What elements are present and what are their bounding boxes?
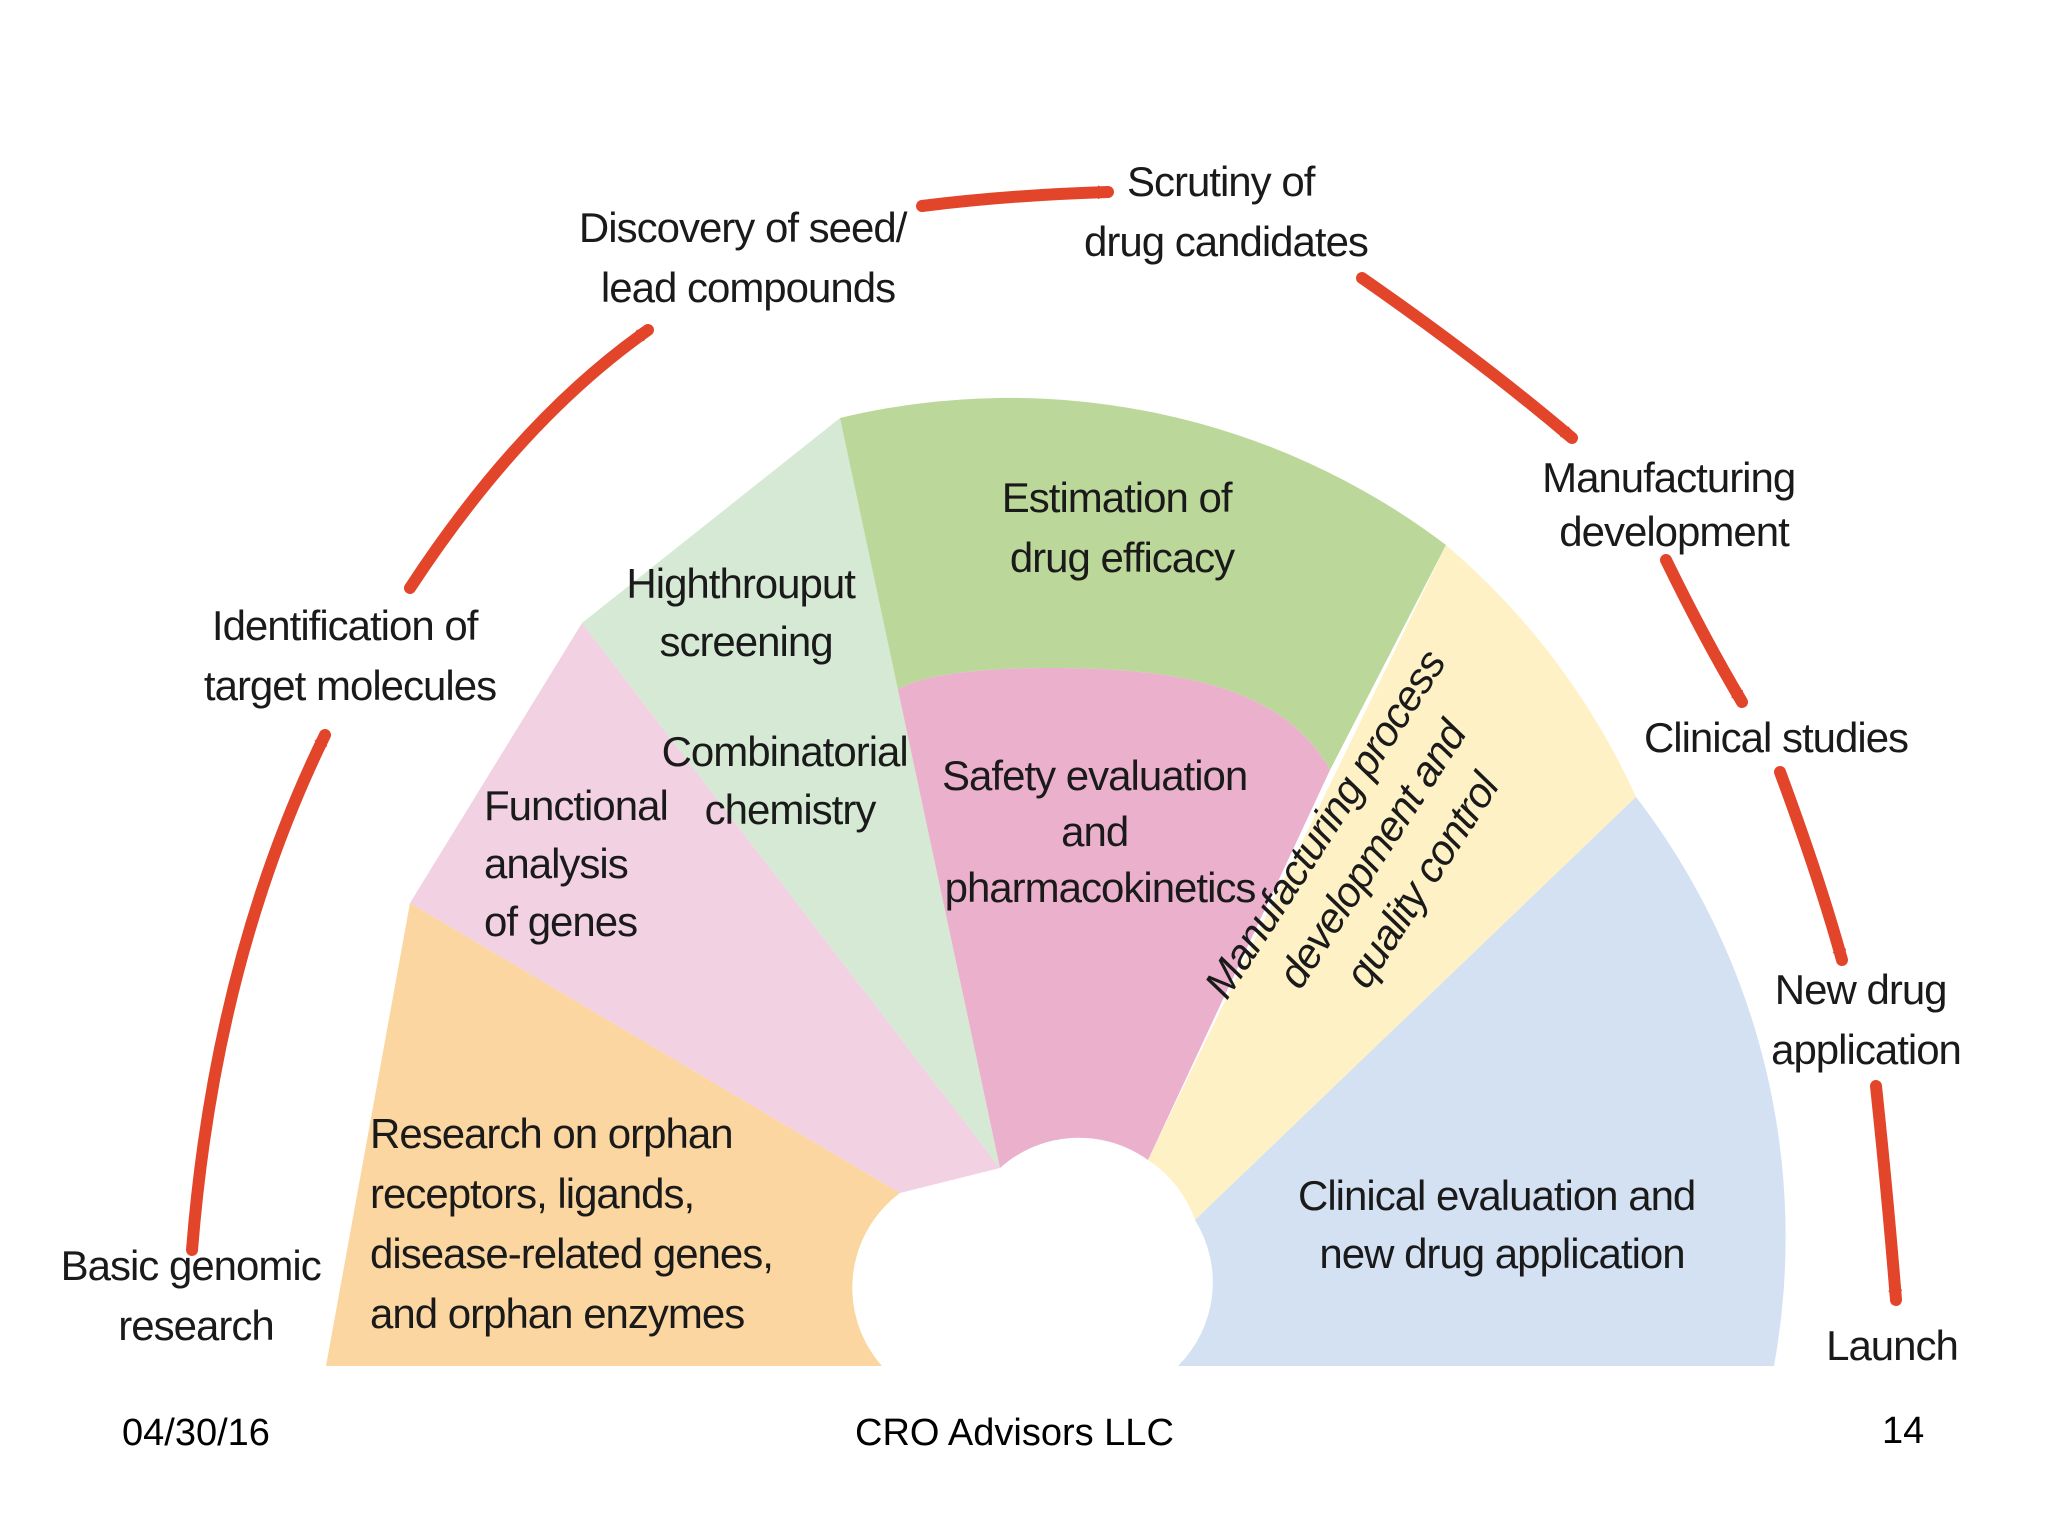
clinical-evaluation-label: Clinical evaluation and new drug applica…	[1298, 1172, 1706, 1277]
drug-candidate-scrutiny-label: Scrutiny of drug candidates	[1084, 158, 1368, 265]
footer-company: CRO Advisors LLC	[855, 1412, 1174, 1454]
sector-manufacturing-quality	[1148, 545, 1636, 1220]
sector-labels: Research on orphan receptors, ligands, d…	[370, 474, 1706, 1337]
launch-label: Launch	[1826, 1322, 1958, 1369]
red-arrow-icon	[1356, 272, 1578, 444]
manufacturing-development-label: Manufacturing development	[1542, 454, 1806, 555]
functional-analysis-label: Functional analysis of genes	[484, 782, 678, 945]
sector-efficacy	[840, 397, 1446, 770]
high-throughput-screening-label: Highthrouput screening	[626, 560, 865, 665]
sector-clinical-evaluation	[1178, 797, 1786, 1366]
clinical-studies-label: Clinical studies	[1644, 714, 1908, 761]
basic-research-label: Basic genomic research	[61, 1242, 332, 1349]
red-arrow-icon	[1660, 554, 1748, 708]
target-identification-label: Identification of target molecules	[204, 602, 496, 709]
footer-page-number: 14	[1882, 1410, 1925, 1452]
orphan-research-label: Research on orphan receptors, ligands, d…	[370, 1110, 784, 1337]
red-arrow-icon	[1870, 1080, 1903, 1306]
new-drug-application-label: New drug application	[1771, 966, 1961, 1073]
red-arrow-icon	[1774, 766, 1848, 966]
stage-labels: Basic genomic research Identification of…	[61, 158, 1962, 1369]
safety-evaluation-label: Safety evaluation and pharmacokinetics	[942, 752, 1258, 911]
combinatorial-chemistry-label: Combinatorial chemistry	[662, 728, 919, 833]
drug-efficacy-label: Estimation of drug efficacy	[1002, 474, 1242, 581]
lead-discovery-label: Discovery of seed/ lead compounds	[579, 204, 917, 311]
red-arrow-icon	[916, 185, 1114, 212]
sector-safety-pharmacokinetics	[898, 668, 1330, 1168]
red-arrow-icon	[404, 324, 654, 594]
footer-date: 04/30/16	[122, 1412, 270, 1454]
red-arrow-icon	[186, 729, 331, 1256]
sector-orphan-research	[326, 903, 900, 1366]
sector-functional-analysis	[410, 623, 1000, 1193]
stage-arrows	[186, 185, 1903, 1306]
sector-high-throughput-combinatorial	[582, 418, 1000, 1168]
